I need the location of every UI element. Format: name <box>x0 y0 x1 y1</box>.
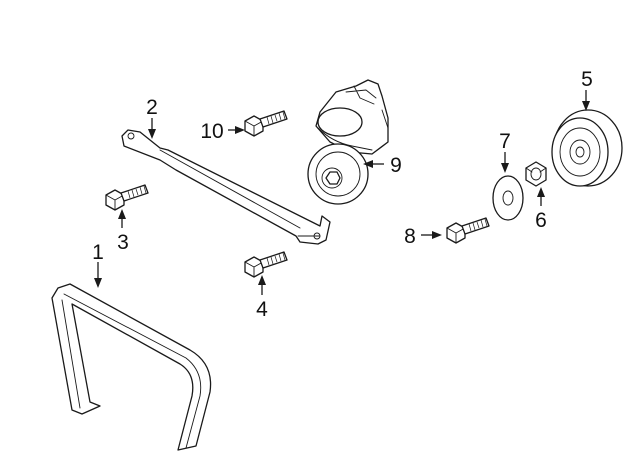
bracket-bolt-lower <box>244 251 288 278</box>
callout-2: 2 <box>146 96 158 119</box>
arrowhead-8 <box>432 231 442 239</box>
callout-8: 8 <box>404 225 416 248</box>
callout-10: 10 <box>200 120 223 143</box>
arrowhead-5 <box>582 101 590 111</box>
arrowhead-2 <box>148 129 156 139</box>
arrowhead-9 <box>363 160 373 168</box>
bracket <box>121 129 331 245</box>
callout-9: 9 <box>390 154 402 177</box>
bracket-bolt <box>105 184 149 211</box>
arrowhead-4 <box>258 275 266 285</box>
arrowhead-7 <box>501 163 509 173</box>
callout-5: 5 <box>581 68 593 91</box>
pulley-nut <box>525 161 547 187</box>
callout-4: 4 <box>256 298 268 321</box>
idler-pulley <box>551 109 623 187</box>
callout-leaders <box>94 90 590 295</box>
belt-tensioner <box>307 79 389 205</box>
serpentine-belt <box>51 283 212 451</box>
callout-1: 1 <box>92 241 104 264</box>
tensioner-bolt <box>244 110 288 137</box>
callout-6: 6 <box>535 209 547 232</box>
arrowhead-3 <box>118 209 126 219</box>
arrowhead-10 <box>235 126 245 134</box>
callout-7: 7 <box>499 130 511 153</box>
callout-3: 3 <box>117 231 129 254</box>
pulley-bolt <box>446 217 490 244</box>
arrowhead-6 <box>537 187 545 197</box>
arrowhead-1 <box>94 278 102 288</box>
callout-labels: 1 2 3 4 5 6 7 8 9 10 <box>92 68 593 321</box>
pulley-washer <box>492 175 524 221</box>
